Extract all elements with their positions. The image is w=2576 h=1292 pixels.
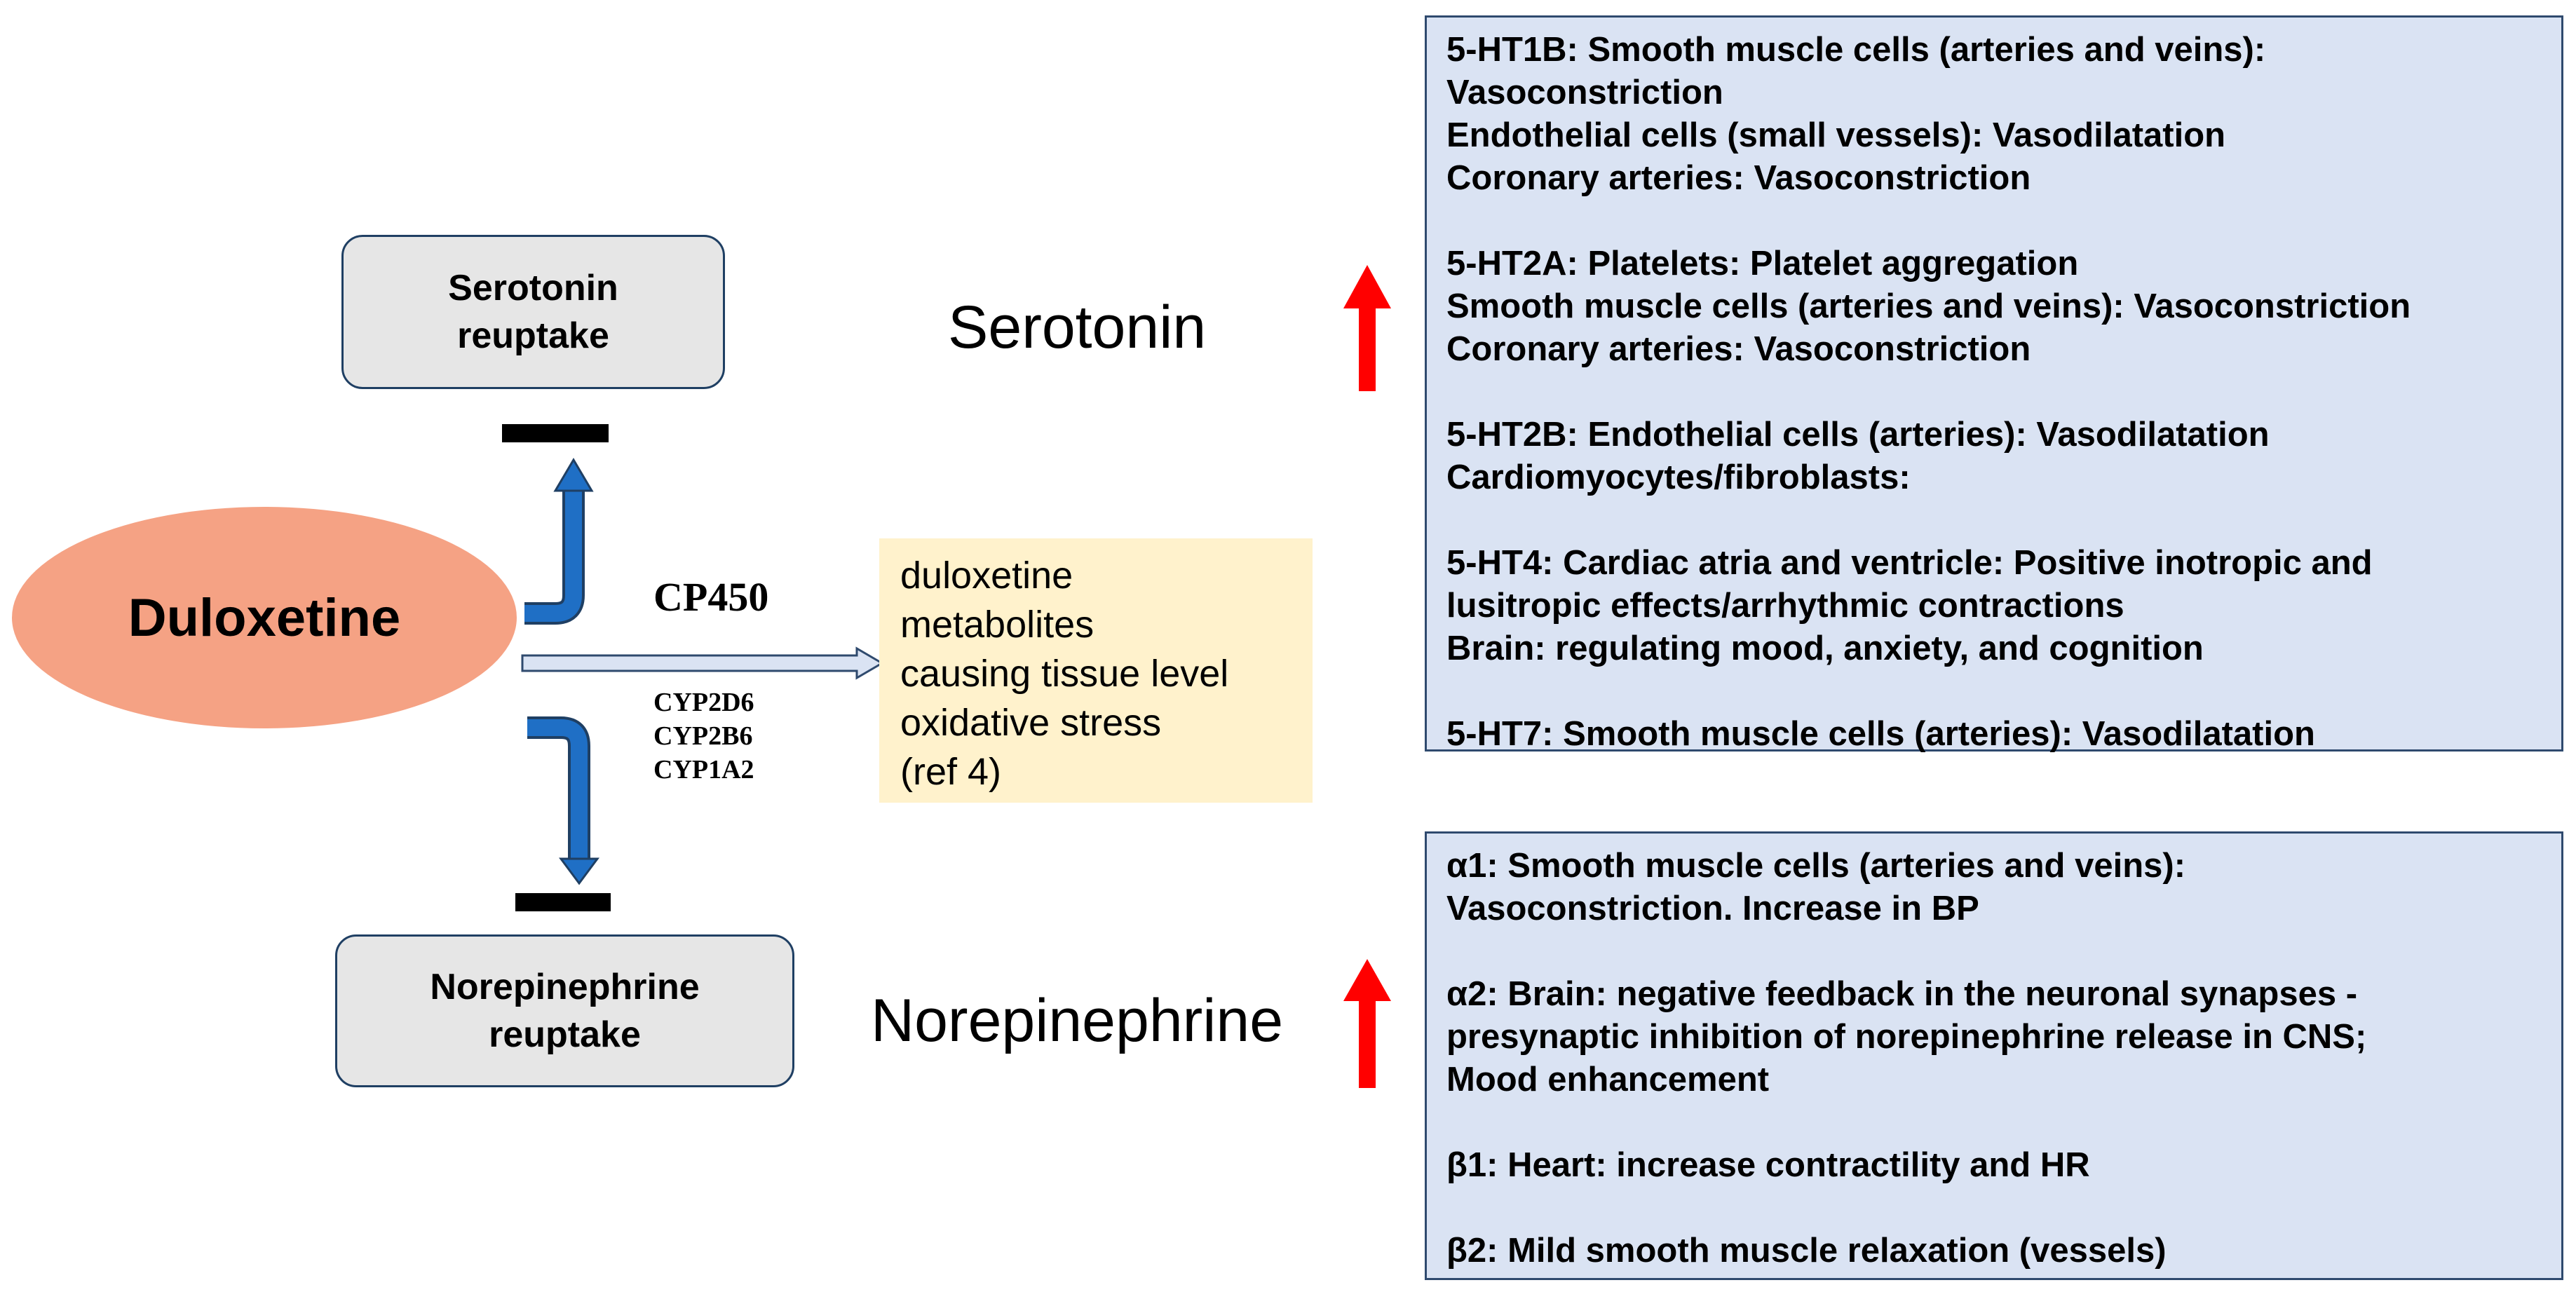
- norepinephrine-label: Norepinephrine: [871, 987, 1284, 1054]
- receptor-effect-line: Brain: regulating mood, anxiety, and cog…: [1446, 630, 2204, 667]
- serotonin-reuptake-line1: Serotonin: [448, 268, 618, 308]
- enzyme-cyp2b6: CYP2B6: [653, 721, 753, 751]
- receptor-effect-line: Mood enhancement: [1446, 1061, 1770, 1099]
- receptor-effect-line: Vasoconstriction. Increase in BP: [1446, 890, 1979, 927]
- receptor-effect-line: 5-HT2B: Endothelial cells (arteries): Va…: [1446, 416, 2270, 454]
- receptor-effect-line: lusitropic effects/arrhythmic contractio…: [1446, 587, 2124, 625]
- serotonin-receptor-effects-panel: 5-HT1B: Smooth muscle cells (arteries an…: [1425, 15, 2563, 753]
- receptor-group-spacer: [1446, 200, 2542, 243]
- norepinephrine-reuptake-box: Norepinephrine reuptake: [335, 934, 794, 1087]
- serotonin-reuptake-line2: reuptake: [457, 315, 609, 356]
- enzyme-cyp1a2: CYP1A2: [653, 755, 754, 784]
- receptor-effect-line: Cardiomyocytes/fibroblasts:: [1446, 458, 1911, 496]
- receptor-group-spacer: [1446, 670, 2542, 713]
- metabolite-line: (ref 4): [900, 751, 1002, 793]
- receptor-effect-line: 5-HT2A: Platelets: Platelet aggregation: [1446, 245, 2079, 283]
- metabolite-line: oxidative stress: [900, 702, 1162, 744]
- receptor-effect-line: Coronary arteries: Vasoconstriction: [1446, 159, 2031, 197]
- serotonin-label: Serotonin: [948, 294, 1207, 361]
- receptor-effect-line: β2: Mild smooth muscle relaxation (vesse…: [1446, 1232, 2167, 1270]
- serotonin-reuptake-box: Serotonin reuptake: [341, 235, 725, 389]
- receptor-effect-line: 5-HT7: Smooth muscle cells (arteries): V…: [1446, 715, 2315, 753]
- blue-arrow-down: [527, 716, 599, 885]
- enzyme-cyp2d6: CYP2D6: [653, 688, 754, 717]
- duloxetine-node: Duloxetine: [12, 507, 517, 728]
- receptor-group-spacer: [1446, 1101, 2542, 1144]
- metabolite-line: duloxetine: [900, 555, 1073, 597]
- serotonin-inhibition-bar: [502, 424, 609, 442]
- norepinephrine-increase-arrow: [1343, 959, 1391, 1088]
- metabolite-line: causing tissue level: [900, 653, 1229, 695]
- receptor-group-spacer: [1446, 371, 2542, 414]
- norepinephrine-inhibition-bar: [515, 893, 611, 911]
- receptor-group-spacer: [1446, 1187, 2542, 1230]
- receptor-effect-line: presynaptic inhibition of norepinephrine…: [1446, 1018, 2367, 1056]
- receptor-effect-line: α2: Brain: negative feedback in the neur…: [1446, 975, 2358, 1013]
- cp450-label: CP450: [653, 574, 769, 620]
- receptor-effect-line: β1: Heart: increase contractility and HR: [1446, 1146, 2090, 1184]
- receptor-effect-line: α1: Smooth muscle cells (arteries and ve…: [1446, 847, 2186, 885]
- receptor-effect-line: Vasoconstriction: [1446, 74, 1723, 111]
- receptor-effect-line: Smooth muscle cells (arteries and veins)…: [1446, 287, 2411, 325]
- receptor-effect-line: 5-HT1B: Smooth muscle cells (arteries an…: [1446, 31, 2266, 69]
- blue-arrow-up: [524, 458, 594, 625]
- norepinephrine-reuptake-line1: Norepinephrine: [430, 967, 700, 1007]
- adrenergic-receptor-effects-panel: α1: Smooth muscle cells (arteries and ve…: [1425, 831, 2563, 1280]
- metabolite-line: metabolites: [900, 604, 1094, 646]
- receptor-group-spacer: [1446, 930, 2542, 973]
- duloxetine-label: Duloxetine: [128, 587, 401, 648]
- serotonin-increase-arrow: [1343, 265, 1391, 391]
- metabolite-stress-box: duloxetine metabolites causing tissue le…: [879, 538, 1313, 803]
- receptor-group-spacer: [1446, 499, 2542, 542]
- receptor-effect-line: Coronary arteries: Vasoconstriction: [1446, 330, 2031, 368]
- norepinephrine-reuptake-line2: reuptake: [489, 1014, 641, 1055]
- receptor-effect-line: Endothelial cells (small vessels): Vasod…: [1446, 116, 2226, 154]
- cyp-enzyme-list: CYP2D6 CYP2B6 CYP1A2: [653, 686, 754, 787]
- metabolism-arrow: [521, 646, 884, 680]
- receptor-effect-line: 5-HT4: Cardiac atria and ventricle: Posi…: [1446, 544, 2373, 582]
